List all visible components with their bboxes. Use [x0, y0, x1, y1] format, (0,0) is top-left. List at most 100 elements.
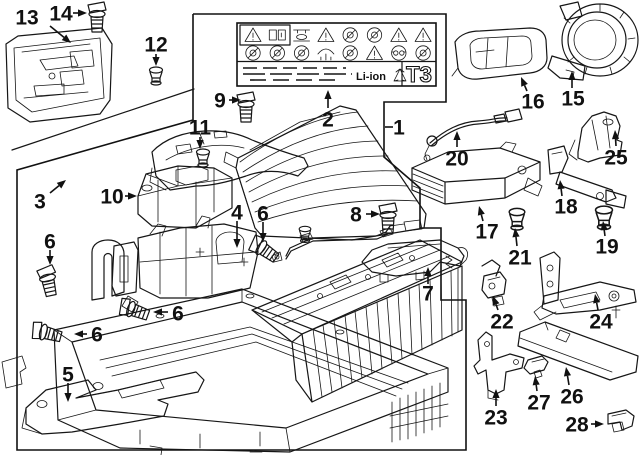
callout-21: 21	[508, 228, 532, 270]
part-10-junction-box-drawing	[137, 165, 233, 229]
boxed-icons-frame	[239, 24, 291, 46]
battery-cover-drawing	[223, 105, 427, 243]
callout-3: 3	[34, 180, 66, 214]
callout-label-4: 4	[231, 202, 243, 225]
callout-2: 2	[322, 90, 334, 132]
border-chamfer-line	[11, 88, 195, 151]
part-20-harness-drawing	[423, 108, 523, 162]
callout-6: 6	[44, 231, 56, 265]
small-edge-bracket-drawing	[1, 355, 27, 389]
part-4-bracket-assembly-drawing	[91, 215, 259, 313]
callout-label-18: 18	[554, 196, 578, 219]
fire-hazard-icon	[390, 27, 408, 42]
callout-label-26: 26	[560, 386, 583, 409]
part-26-plate-drawing	[517, 321, 639, 381]
no-disassembly-icon	[342, 45, 358, 61]
part-7-bracket-drawing	[361, 239, 468, 283]
callout-label-13: 13	[15, 7, 38, 30]
callout-8: 8	[350, 204, 380, 227]
part-23-bracket-drawing	[473, 331, 525, 401]
part-12-clip-drawing	[148, 66, 164, 86]
callout-label-19: 19	[595, 236, 618, 259]
callout-11: 11	[189, 117, 212, 149]
recycle-icon	[393, 68, 407, 82]
callout-1: 1	[385, 117, 405, 140]
callout-label-15: 15	[561, 88, 585, 111]
part-3-cover-drawing	[149, 130, 309, 191]
explosion-hazard-icon	[414, 27, 432, 42]
tip-over-warning-icon	[366, 45, 383, 60]
callout-label-1: 1	[393, 117, 405, 140]
callout-23: 23	[484, 389, 508, 430]
callout-label-7: 7	[422, 283, 434, 306]
callout-25: 25	[604, 130, 628, 170]
callout-16: 16	[521, 77, 545, 114]
li-ion-text: Li-ion	[356, 71, 386, 83]
battery-type-code: T3	[406, 62, 432, 87]
callout-9: 9	[214, 90, 241, 113]
part-18-bracket-drawing	[547, 145, 627, 209]
part-5-bracket-drawing	[21, 371, 205, 435]
part-24-bracket-drawing	[533, 251, 637, 321]
callout-6: 6	[257, 203, 269, 242]
no-submersion-icon	[293, 45, 310, 61]
callout-13: 13	[15, 7, 71, 43]
callout-26: 26	[560, 367, 584, 409]
callout-label-3: 3	[34, 191, 46, 214]
callout-label-24: 24	[589, 311, 613, 334]
part-16-duct-drawing	[451, 27, 548, 80]
part-17-duct-drawing	[411, 141, 543, 205]
callout-6: 6	[153, 303, 184, 326]
callout-27: 27	[527, 376, 551, 415]
callout-label-25: 25	[604, 147, 628, 170]
part-9-bolt-drawing	[236, 91, 256, 123]
callout-label-16: 16	[521, 91, 544, 114]
callout-28: 28	[565, 414, 604, 437]
battery-module-stack-drawing	[251, 239, 463, 403]
callout-10: 10	[100, 186, 137, 209]
part-28-clip-drawing	[607, 409, 635, 433]
callout-label-12: 12	[144, 34, 167, 57]
callout-15: 15	[561, 71, 585, 111]
callout-5: 5	[62, 364, 74, 402]
callout-label-2: 2	[322, 109, 334, 132]
general-warning-icon	[244, 27, 262, 42]
no-touch-icon	[366, 27, 383, 43]
part-25-bracket-drawing	[568, 111, 623, 163]
callout-14: 14	[49, 3, 87, 26]
no-entry-icon	[342, 27, 358, 43]
frame-wire-drawing	[271, 219, 423, 263]
battery-tray-drawing	[53, 288, 449, 455]
callout-label-20: 20	[445, 148, 468, 171]
keep-dry-icon	[317, 48, 335, 61]
callout-24: 24	[589, 294, 613, 334]
callout-20: 20	[445, 131, 469, 171]
callout-label-11: 11	[189, 117, 212, 140]
read-manual-icon	[268, 29, 286, 41]
no-open-flame-icon	[245, 45, 261, 61]
callout-label-28: 28	[565, 414, 589, 437]
callout-label-23: 23	[484, 407, 507, 430]
callout-17: 17	[475, 206, 499, 244]
part-2-warning-label-drawing: Li-ion T3	[236, 22, 437, 88]
callout-7: 7	[422, 267, 434, 306]
callout-label-14: 14	[49, 3, 73, 26]
callout-label-6: 6	[91, 324, 103, 347]
callout-label-9: 9	[214, 90, 226, 113]
callout-18: 18	[554, 180, 578, 219]
part-11-clip-drawing	[195, 148, 211, 168]
callout-label-27: 27	[527, 392, 550, 415]
callout-12: 12	[144, 34, 168, 66]
part-21-clip-drawing	[508, 207, 526, 231]
crush-hazard-icon	[293, 29, 310, 42]
callout-label-22: 22	[490, 311, 513, 334]
callout-label-6: 6	[172, 303, 184, 326]
callout-label-21: 21	[508, 247, 532, 270]
callout-6: 6	[74, 324, 103, 347]
callout-label-5: 5	[62, 364, 74, 387]
no-short-circuit-icon	[415, 45, 431, 61]
no-sparks-icon	[269, 45, 285, 61]
callout-22: 22	[490, 296, 514, 334]
